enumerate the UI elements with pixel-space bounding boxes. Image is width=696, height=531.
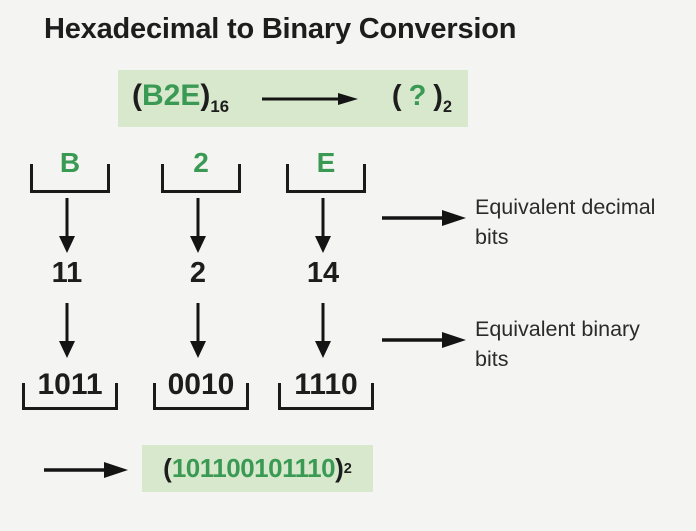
page-title: Hexadecimal to Binary Conversion: [44, 13, 517, 45]
decimal-value: 11: [51, 257, 83, 289]
conversion-column-2: 2 2 0010: [138, 145, 258, 420]
down-arrow-icon: [190, 198, 206, 253]
base-2-subscript: 2: [442, 97, 452, 116]
down-arrow-icon: [190, 303, 206, 358]
binary-result-box: (101100101110)2: [142, 445, 373, 492]
binary-group-bracket: 1011: [22, 370, 118, 410]
down-arrow-icon: [315, 198, 331, 253]
annotation-binary-bits: Equivalent binary bits: [475, 317, 640, 371]
open-paren: (: [391, 80, 402, 113]
unknown-expression: (?)2: [392, 80, 452, 117]
binary-value: 1011: [37, 368, 103, 401]
hex-digit: 2: [193, 147, 209, 178]
down-arrow-icon: [59, 198, 75, 253]
open-paren: (: [163, 453, 172, 483]
unknown-value: ?: [408, 80, 427, 113]
hex-digit: E: [316, 147, 336, 178]
conversion-arrow-icon: [262, 92, 359, 105]
binary-value: 0010: [167, 368, 235, 401]
binary-group-bracket: 0010: [153, 370, 249, 410]
conversion-column-e: E 14 1110: [263, 145, 383, 420]
hex-digit-bracket: E: [286, 149, 366, 193]
annotation-decimal-bits: Equivalent decimal bits: [475, 195, 656, 249]
close-paren: ): [433, 80, 443, 113]
decimal-value: 14: [306, 257, 340, 289]
hex-digit-bracket: B: [30, 149, 110, 193]
hex-expression-box: (B2E)16 (?)2: [118, 70, 468, 127]
down-arrow-icon: [315, 303, 331, 358]
hex-digit-bracket: 2: [161, 149, 241, 193]
hex-expression: (B2E)16: [132, 79, 229, 117]
close-paren: ): [200, 79, 211, 113]
binary-group-bracket: 1110: [278, 370, 374, 410]
base-2-subscript: 2: [343, 460, 352, 477]
open-paren: (: [132, 79, 142, 113]
decimal-value: 2: [189, 257, 207, 289]
hex-digit: B: [59, 147, 81, 178]
binary-result-value: 101100101110: [171, 453, 336, 483]
right-arrow-icon: [44, 462, 128, 478]
base-16-subscript: 16: [210, 97, 230, 117]
right-arrow-icon: [382, 332, 466, 348]
conversion-column-b: B 11 1011: [7, 145, 127, 420]
down-arrow-icon: [59, 303, 75, 358]
hex-value: B2E: [142, 79, 201, 113]
close-paren: ): [335, 453, 344, 483]
binary-value: 1110: [294, 368, 358, 401]
right-arrow-icon: [382, 210, 466, 226]
